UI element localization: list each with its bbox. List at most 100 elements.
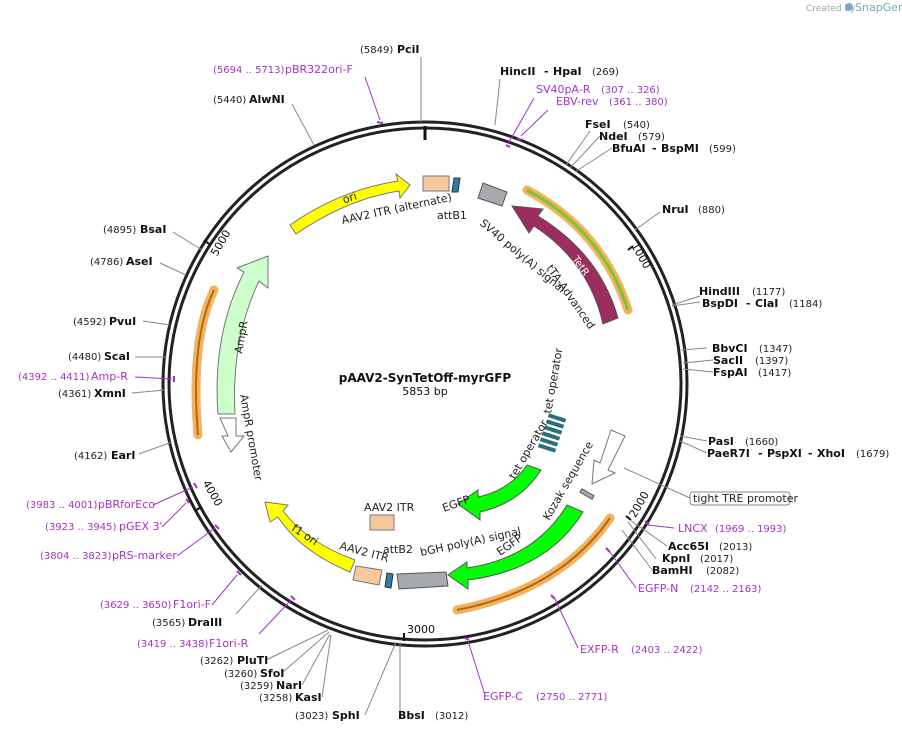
sacii-name[interactable]: SacII: [713, 354, 743, 367]
tetr-arrow[interactable]: [511, 205, 619, 325]
alwni-name[interactable]: AlwNI: [249, 93, 285, 106]
kasi-name[interactable]: KasI: [295, 691, 322, 704]
bfuai-pos: (599): [709, 144, 736, 155]
draiii-name[interactable]: DraIII: [188, 616, 222, 629]
bamhi-name[interactable]: BamHI: [652, 564, 693, 577]
created-by-text: Created by: [806, 4, 856, 14]
egfpc-name[interactable]: EGFP-C: [483, 690, 523, 703]
sacii-pos: (1397): [755, 356, 788, 367]
ampr-promoter-arrow[interactable]: [219, 417, 246, 453]
kpni-pos: (2017): [700, 554, 733, 565]
pluti-name[interactable]: PluTI: [237, 654, 268, 667]
hindiii-name[interactable]: HindIII: [699, 285, 740, 298]
sfoi-name[interactable]: SfoI: [260, 667, 284, 680]
eari-name[interactable]: EarI: [111, 449, 135, 462]
tet-operator-block[interactable]: [537, 413, 567, 453]
prs-name[interactable]: pRS-marker: [112, 549, 177, 562]
pbr322-name[interactable]: pBR322ori-F: [285, 63, 353, 76]
xhoi-name[interactable]: XhoI: [817, 447, 845, 460]
tta-advanced-bar[interactable]: [526, 188, 630, 311]
f1orif-name[interactable]: F1ori-F: [173, 598, 211, 611]
eari-pos: (4162): [74, 451, 107, 462]
pasi-pos: (1660): [745, 437, 778, 448]
paer7i-name[interactable]: PaeR7I: [707, 447, 750, 460]
egfpn-pos: (2142 .. 2163): [690, 584, 762, 595]
scai-name[interactable]: ScaI: [104, 350, 130, 363]
sv40-polya-block[interactable]: [477, 182, 508, 207]
fsei-pos: (540): [623, 120, 650, 131]
nrui-name[interactable]: NruI: [662, 203, 689, 216]
aav2-itr-block[interactable]: [369, 514, 395, 531]
pcii-name[interactable]: PciI: [397, 43, 419, 56]
fsei-name[interactable]: FseI: [585, 118, 611, 131]
egfp-orange-highlight: [452, 513, 615, 615]
bsai-name[interactable]: BsaI: [140, 223, 166, 236]
draiii-pos: (3565): [152, 618, 185, 629]
bgh-polya-block[interactable]: [396, 571, 449, 590]
f1orir-name[interactable]: F1ori-R: [209, 637, 249, 650]
aav2-itr-alt-block[interactable]: [422, 175, 450, 192]
exfpr-name[interactable]: EXFP-R: [580, 643, 619, 656]
sv40pa-name[interactable]: SV40pA-R: [536, 83, 591, 96]
tick-4000: [194, 506, 202, 512]
ampr-arrow[interactable]: [216, 255, 269, 415]
lncx-name[interactable]: LNCX: [678, 522, 708, 535]
bbvci-name[interactable]: BbvCI: [712, 342, 748, 355]
kpni-name[interactable]: KpnI: [662, 552, 690, 565]
bspdi-name[interactable]: BspDI: [702, 297, 738, 310]
ampr-primer-name[interactable]: Amp-R: [91, 370, 128, 383]
nari-pos: (3259): [240, 681, 273, 692]
bfuai-name[interactable]: BfuAI: [612, 142, 646, 155]
ori-label: ori: [341, 190, 359, 207]
asei-name[interactable]: AseI: [126, 255, 153, 268]
acc65i-name[interactable]: Acc65I: [668, 540, 709, 553]
kozak-block[interactable]: [579, 488, 595, 500]
tre-promoter-box[interactable]: [689, 491, 791, 506]
attb1-label: attB1: [437, 209, 467, 222]
primer-leader-lines: [134, 76, 675, 696]
pgex-pos: (3923 .. 3945): [45, 522, 117, 533]
egfp-arrow-lower[interactable]: [447, 504, 584, 590]
tick-2000: [625, 515, 632, 521]
bspdi-dash: -: [746, 297, 751, 310]
tre-promoter-arrow[interactable]: [591, 429, 626, 485]
tre-promoter-label: tight TRE promoter: [693, 492, 798, 505]
clai-name[interactable]: ClaI: [755, 297, 778, 310]
pvui-name[interactable]: PvuI: [109, 315, 136, 328]
f1-ori-arrow[interactable]: [264, 501, 356, 573]
pasi-name[interactable]: PasI: [708, 435, 734, 448]
ori-arrow[interactable]: [289, 172, 411, 235]
attb1-block[interactable]: [451, 177, 461, 193]
sphi-pos: (3023): [295, 711, 328, 722]
attb2-block[interactable]: [384, 572, 394, 589]
fspai-name[interactable]: FspAI: [713, 366, 748, 379]
hincii-dash: -: [544, 65, 549, 78]
pspxi-name[interactable]: PspXI: [767, 447, 802, 460]
scai-pos: (4480): [68, 352, 101, 363]
aav2-itr-label: AAV2 ITR: [364, 501, 415, 514]
hpai-name[interactable]: HpaI: [553, 65, 582, 78]
acc65i-pos: (2013): [719, 542, 752, 553]
xmni-name[interactable]: XmnI: [94, 387, 126, 400]
xmni-pos: (4361): [58, 389, 91, 400]
egfp-arrow-upper[interactable]: [457, 464, 542, 521]
hincii-name[interactable]: HincII: [500, 65, 536, 78]
aav2-itr-lower-block[interactable]: [352, 565, 383, 586]
bbsi-name[interactable]: BbsI: [398, 709, 425, 722]
pgex-name[interactable]: pGEX 3': [119, 520, 163, 533]
bspmi-name[interactable]: BspMI: [661, 142, 699, 155]
ebv-name[interactable]: EBV-rev: [556, 95, 599, 108]
ndei-name[interactable]: NdeI: [599, 130, 628, 143]
snapgene-logo-icon: [845, 3, 853, 11]
bspdi-pos: (1184): [789, 299, 822, 310]
egfpn-name[interactable]: EGFP-N: [638, 582, 678, 595]
plasmid-name: pAAV2-SynTetOff-myrGFP: [339, 371, 512, 385]
sphi-name[interactable]: SphI: [332, 709, 360, 722]
hindiii-pos: (1177): [752, 287, 785, 298]
tre-promoter-leader: [623, 467, 691, 499]
backbone-outer-ring: [161, 120, 689, 648]
sv40pa-pos: (307 .. 326): [601, 85, 660, 96]
pbrfor-name[interactable]: pBRforEco: [98, 498, 155, 511]
nari-name[interactable]: NarI: [276, 679, 302, 692]
bbsi-pos: (3012): [435, 711, 468, 722]
